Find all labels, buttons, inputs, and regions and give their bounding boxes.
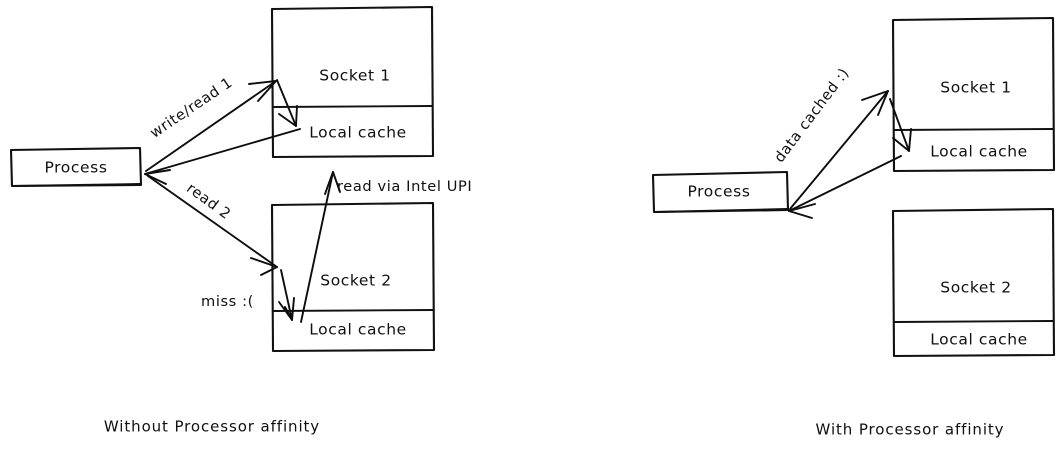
arrow-read-2 [147, 175, 278, 276]
arrow-socket1-internal-right [889, 98, 912, 152]
edge-label-data-cached: data cached :) [771, 65, 853, 166]
process-label-left: Process [45, 159, 108, 177]
socket1-name-left: Socket 1 [319, 67, 390, 85]
arrow-socket1-internal-left [276, 79, 298, 127]
socket1-cache-right: Local cache [930, 143, 1028, 161]
socket2-cache-left: Local cache [309, 321, 407, 339]
socket1-name-right: Socket 1 [940, 79, 1011, 97]
socket1-box-right: Socket 1 Local cache [891, 16, 1056, 173]
edge-label-read-2: read 2 [183, 180, 234, 223]
arrow-data-cached [789, 90, 889, 210]
socket2-box-right: Socket 2 Local cache [891, 207, 1056, 358]
edge-label-write-read-1: write/read 1 [147, 74, 236, 142]
panel-with-affinity: Process Socket 1 Local cache Socket 2 Lo… [651, 16, 1056, 439]
arrow-write-read-1 [145, 80, 277, 172]
socket1-cache-left: Local cache [309, 124, 407, 142]
socket2-box-left: Socket 2 Local cache [270, 201, 436, 353]
arrow-socket2-internal-left [278, 269, 295, 321]
process-box-left: Process [9, 146, 143, 188]
socket2-cache-right: Local cache [930, 331, 1028, 349]
socket2-name-left: Socket 2 [320, 272, 391, 290]
socket1-box-left: Socket 1 Local cache [270, 5, 435, 159]
caption-without-affinity: Without Processor affinity [104, 418, 320, 436]
process-label-right: Process [688, 183, 751, 201]
socket2-name-right: Socket 2 [940, 279, 1011, 297]
edge-label-intel-upi: read via Intel UPI [337, 178, 472, 195]
arrow-intel-upi [300, 171, 341, 323]
process-box-right: Process [651, 170, 790, 214]
caption-with-affinity: With Processor affinity [816, 421, 1005, 439]
arrow-socket1-to-process-right [788, 155, 902, 219]
panel-without-affinity: Process Socket 1 Local cache Socket 2 Lo… [9, 5, 472, 436]
edge-label-miss: miss :( [201, 293, 254, 310]
